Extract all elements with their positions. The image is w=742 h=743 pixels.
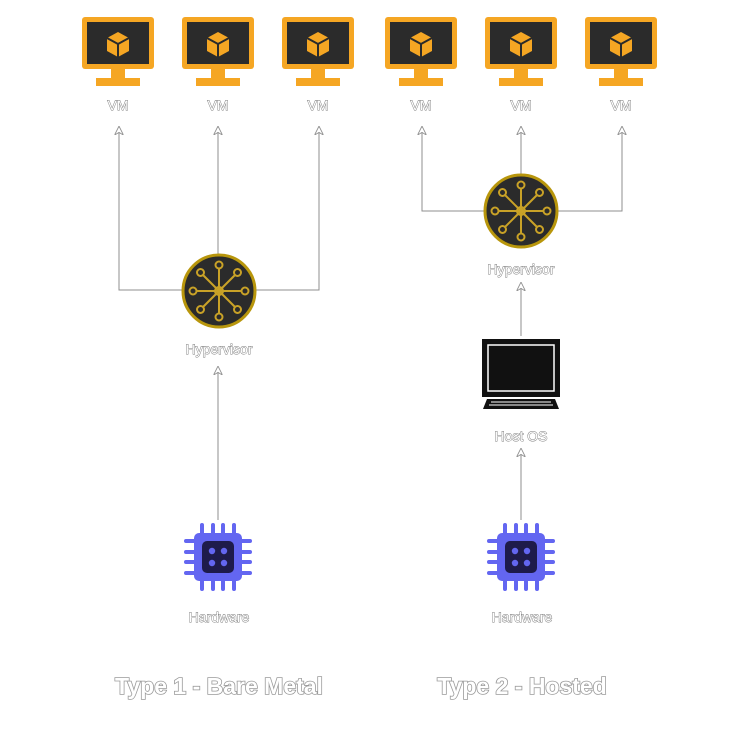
hypervisor-hub-icon [483,173,559,249]
type1-vm-1: VM [81,16,155,113]
type2-vm-3: VM [584,16,658,113]
desktop-computer-icon [481,338,561,410]
type2-hypervisor: Hypervisor [483,173,559,277]
type2-vm-1: VM [384,16,458,113]
type2-title: Type 2 - Hosted [437,673,607,699]
type2-vm-2: VM [484,16,558,113]
host-os-label: Host OS [495,428,548,444]
vm-monitor-icon [81,16,155,87]
hypervisor-label: Hypervisor [488,261,555,277]
vm-label: VM [308,97,329,113]
vm-label: VM [411,97,432,113]
cpu-chip-icon [487,523,555,591]
type1-title: Type 1 - Bare Metal [115,673,323,699]
type1-connectors [119,127,319,520]
type2-host-os: Host OS [481,338,561,444]
vm-monitor-icon [584,16,658,87]
hardware-label: Hardware [492,609,553,625]
vm-label: VM [511,97,532,113]
type1-hypervisor: Hypervisor [181,253,257,357]
vm-label: VM [108,97,129,113]
hypervisor-hub-icon [181,253,257,329]
type1-vm-3: VM [281,16,355,113]
hardware-label: Hardware [189,609,250,625]
vm-monitor-icon [484,16,558,87]
type1-hardware: Hardware [184,523,252,625]
vm-monitor-icon [384,16,458,87]
vm-monitor-icon [281,16,355,87]
cpu-chip-icon [184,523,252,591]
vm-label: VM [208,97,229,113]
type2-connectors [422,127,622,520]
type1-vm-2: VM [181,16,255,113]
vm-label: VM [611,97,632,113]
vm-monitor-icon [181,16,255,87]
hypervisor-label: Hypervisor [186,341,253,357]
type2-hardware: Hardware [487,523,555,625]
